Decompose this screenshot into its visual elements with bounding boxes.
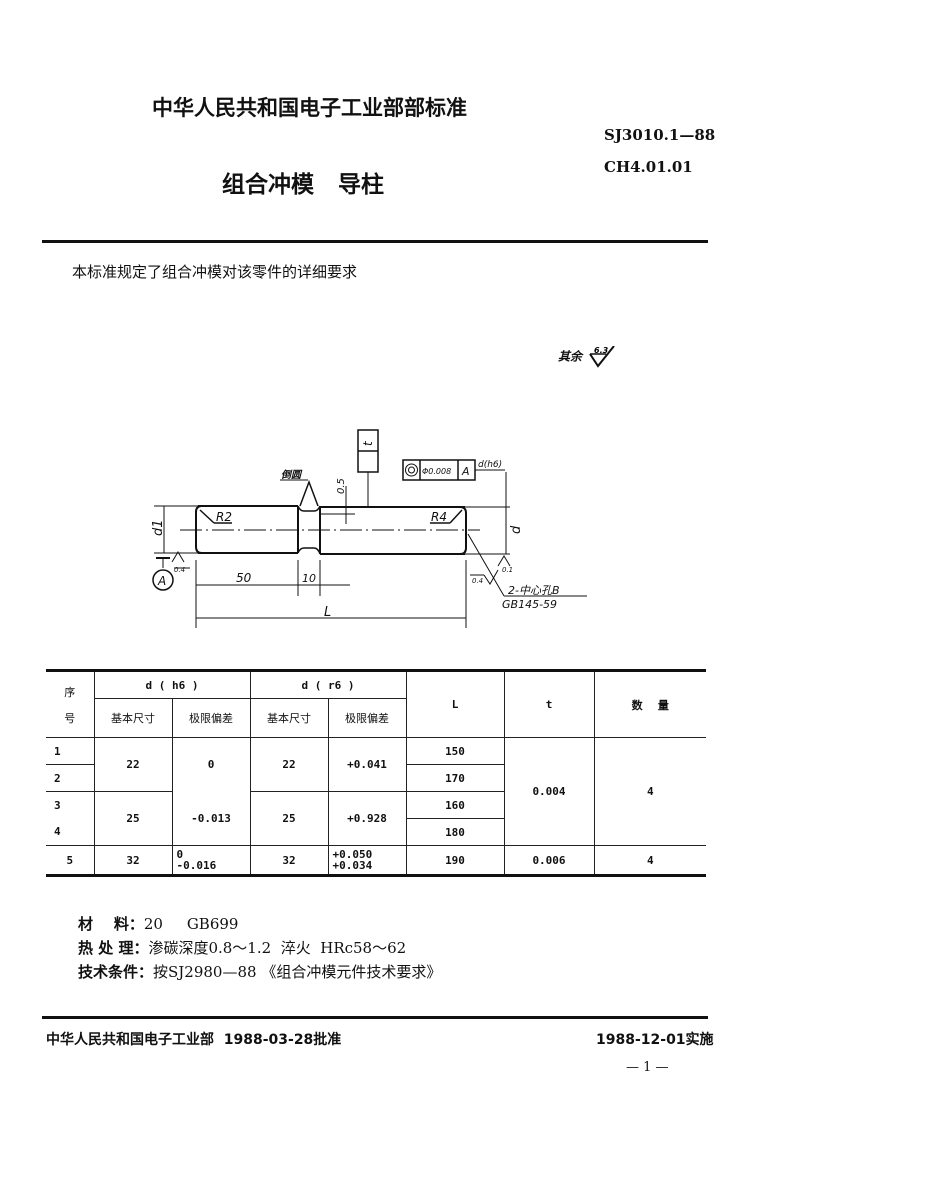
approval-date: 中华人民共和国电子工业部 1988-03-28批准: [46, 1032, 342, 1048]
classification-code: CH4.01.01: [604, 158, 693, 176]
dimension-table: 序号 d ( h6 ) d ( r6 ) L t 数 量 基本尺寸 极限偏差 基…: [46, 669, 706, 877]
svg-text:倒圆: 倒圆: [281, 469, 303, 481]
svg-text:10: 10: [302, 572, 316, 585]
standard-number: SJ3010.1—88: [604, 126, 716, 144]
heat-treatment-note: 热 处 理：渗碳深度0.8～1.2 淬火 HRc58～62: [78, 939, 407, 957]
header-divider: [42, 240, 708, 243]
svg-text:d1: d1: [151, 519, 166, 536]
table-row: 3 25 -0.013 25 +0.928 160: [46, 791, 706, 846]
page-number: — 1 —: [626, 1060, 669, 1075]
effective-date: 1988-12-01实施: [596, 1032, 714, 1048]
svg-text:L: L: [324, 605, 331, 620]
intro-text: 本标准规定了组合冲模对该零件的详细要求: [72, 263, 358, 281]
svg-text:6.3: 6.3: [594, 346, 609, 355]
header-h6-basic: 基本尺寸: [94, 698, 173, 738]
header-h6-dev: 极限偏差: [171, 698, 251, 738]
guide-pillar-drawing: d1 R2 R4 d 50 10 L 0.5 A 0.4 0.1 0.4 倒圆 …: [151, 429, 587, 628]
header-L: L: [405, 669, 505, 738]
document-title: 组合冲模 导柱: [222, 172, 385, 198]
material-note: 材 料：20 GB699: [78, 915, 239, 933]
svg-text:0.5: 0.5: [336, 478, 347, 494]
svg-text:A: A: [157, 574, 166, 588]
table-row: 1 22 0 22 +0.041 150 0.004 4: [46, 737, 706, 846]
roughness-symbol-icon: 6.3: [589, 345, 615, 368]
svg-text:0.1: 0.1: [502, 566, 513, 574]
header-d-r6: d ( r6 ): [249, 669, 407, 699]
technical-conditions-note: 技术条件：按SJ2980—88 《组合冲模元件技术要求》: [78, 963, 442, 981]
header-r6-dev: 极限偏差: [327, 698, 406, 738]
svg-text:t: t: [361, 440, 375, 446]
header-t: t: [503, 669, 595, 738]
svg-text:0.4: 0.4: [472, 577, 483, 585]
header-d-h6: d ( h6 ): [93, 669, 251, 699]
svg-text:A: A: [461, 465, 470, 478]
header-qty: 数 量: [593, 669, 706, 738]
table-row: 4 180: [46, 818, 706, 846]
svg-text:Φ0.008: Φ0.008: [422, 467, 451, 476]
table-row: 5 32 0-0.016 32 +0.050+0.034 190 0.006 4: [46, 845, 706, 877]
roughness-note-label: 其余: [558, 349, 583, 364]
svg-text:R2: R2: [216, 510, 232, 524]
svg-text:R4: R4: [431, 510, 447, 524]
technical-notes: 材 料：20 GB699 热 处 理：渗碳深度0.8～1.2 淬火 HRc58～…: [78, 912, 441, 984]
svg-text:GB145-59: GB145-59: [502, 598, 557, 611]
svg-text:2-中心孔B: 2-中心孔B: [508, 584, 560, 597]
issuing-organization: 中华人民共和国电子工业部部标准: [152, 96, 467, 120]
svg-text:0.4: 0.4: [174, 566, 185, 574]
footer-divider: [42, 1016, 708, 1019]
roughness-note: 其余 6.3: [558, 345, 618, 368]
svg-text:50: 50: [236, 571, 252, 585]
header-r6-basic: 基本尺寸: [249, 698, 329, 738]
header-seq: 序号: [46, 669, 95, 738]
svg-text:d: d: [509, 525, 524, 534]
svg-text:d(h6): d(h6): [478, 460, 502, 470]
